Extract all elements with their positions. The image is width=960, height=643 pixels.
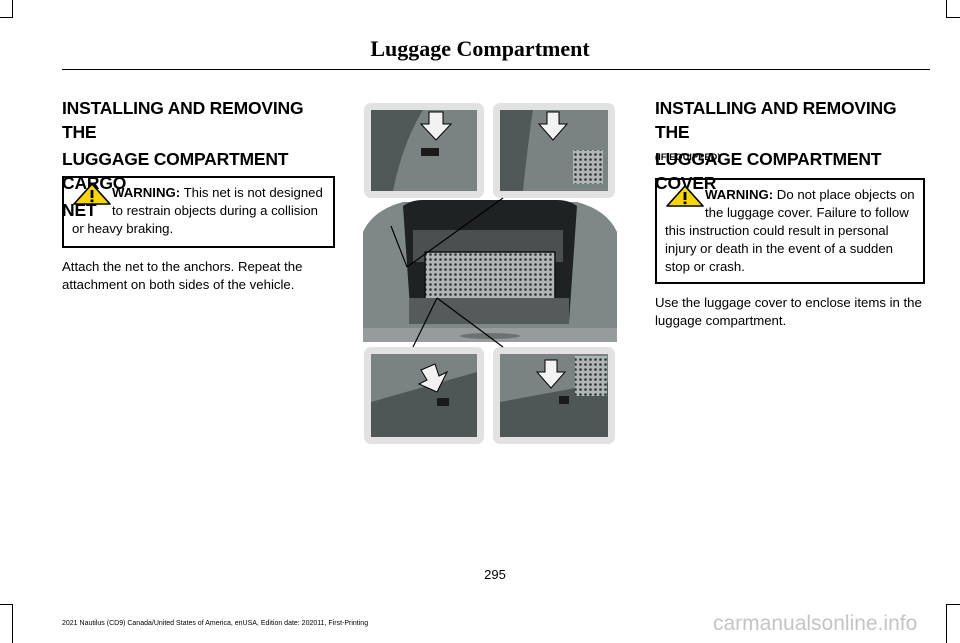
warning-icon (666, 185, 704, 207)
warning-text: This net is not designed to restrain obj… (72, 185, 323, 236)
section-heading-cargo-net: INSTALLING AND REMOVING THE LUGGAGE COMP… (62, 96, 342, 222)
crop-mark (946, 604, 947, 643)
warning-text: Do not place objects on the luggage cove… (665, 187, 915, 274)
warning-icon (73, 183, 111, 205)
crop-mark (12, 0, 13, 18)
heading-line: INSTALLING AND REMOVING THE (62, 98, 304, 142)
footer-edition-info: 2021 Nautilus (CD9) Canada/United States… (62, 620, 369, 627)
detail-panel-bottom-left (364, 347, 484, 444)
warning-box-cargo-net: WARNING: This net is not designed to res… (62, 176, 335, 248)
page-number: 295 (484, 567, 506, 582)
crop-mark (12, 604, 13, 643)
body-text-luggage-cover: Use the luggage cover to enclose items i… (655, 295, 922, 328)
crop-mark (946, 0, 947, 18)
body-text-cargo-net: Attach the net to the anchors. Repeat th… (62, 259, 303, 292)
header-rule (62, 69, 930, 70)
crop-mark (946, 17, 960, 18)
crop-mark (946, 604, 960, 605)
watermark: carmanualsonline.info (713, 612, 918, 635)
vehicle-rear-view (363, 200, 617, 342)
subheading-if-equipped: (IF EQUIPPED) (655, 152, 721, 162)
heading-line: INSTALLING AND REMOVING THE (655, 98, 897, 142)
page-title: Luggage Compartment (370, 36, 590, 61)
callout-lines (390, 197, 504, 348)
cargo-net-illustration (363, 103, 617, 444)
crop-mark (0, 604, 13, 605)
heading-line: NET (62, 200, 97, 220)
crop-mark (0, 17, 13, 18)
warning-label: WARNING: (112, 185, 181, 200)
detail-panel-top-left (364, 103, 484, 198)
warning-label: WARNING: (705, 187, 774, 202)
warning-box-luggage-cover: WARNING: Do not place objects on the lug… (655, 178, 925, 284)
detail-panel-top-right (493, 103, 615, 198)
heading-line: LUGGAGE COMPARTMENT CARGO (62, 149, 289, 193)
detail-panel-bottom-right (493, 347, 615, 444)
